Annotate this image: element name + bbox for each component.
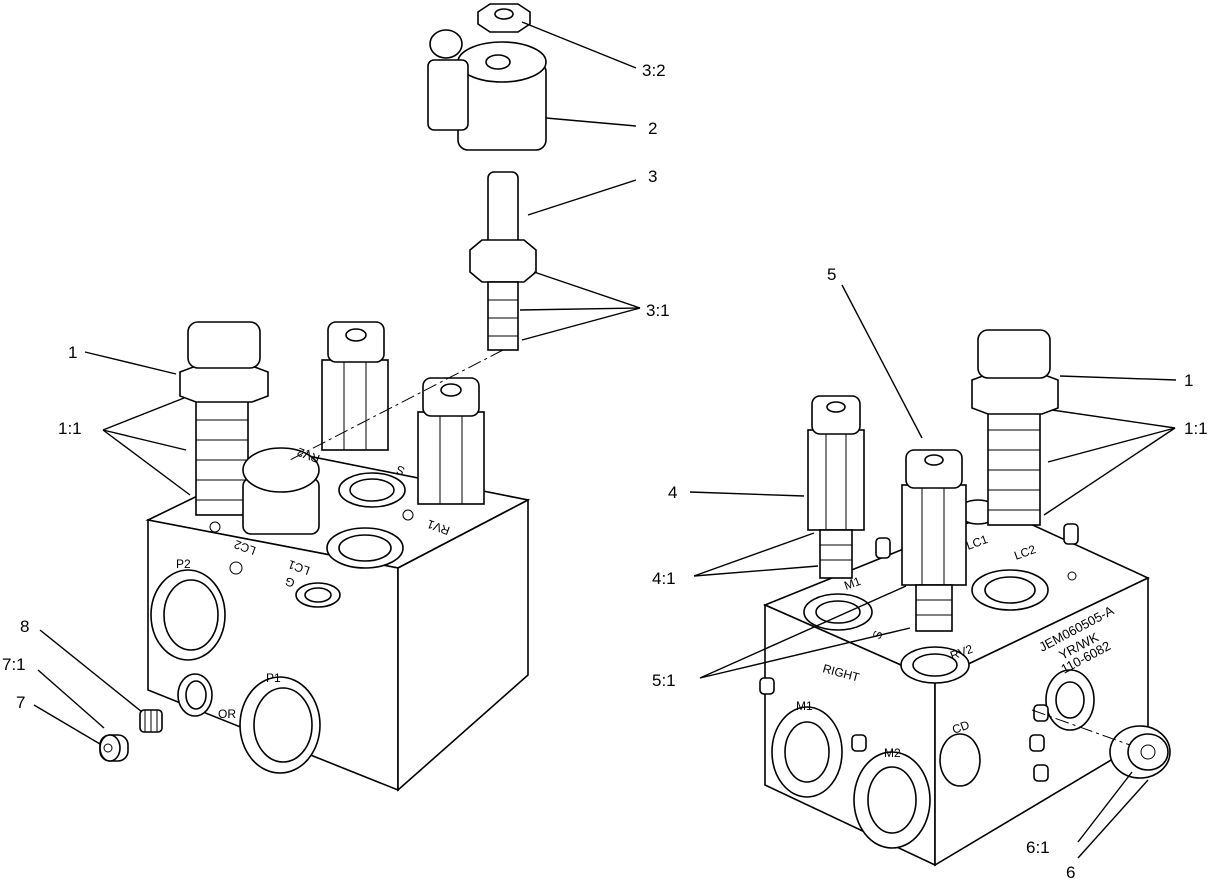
port-label-p2: P2	[176, 557, 191, 571]
callout-1-1-right: 1:1	[1184, 419, 1208, 438]
fitting-6	[1109, 725, 1171, 779]
left-rv2-cartridge	[321, 321, 389, 451]
callout-7-1: 7:1	[2, 655, 26, 674]
solenoid-coil	[427, 29, 547, 151]
leader-lines	[33, 21, 1177, 859]
port-label-cd: CD	[950, 718, 971, 737]
assembly-centerline-right	[1031, 709, 1131, 746]
callout-1-right: 1	[1184, 371, 1193, 390]
callout-6-1: 6:1	[1026, 838, 1050, 857]
callout-4: 4	[668, 483, 677, 502]
coil-nut	[477, 3, 531, 33]
callout-3: 3	[648, 167, 657, 186]
callout-8: 8	[20, 617, 29, 636]
port-label-m1: M1	[796, 699, 813, 713]
callout-3-2: 3:2	[642, 61, 666, 80]
port-label-m2: M2	[884, 746, 901, 760]
right-manifold-block	[759, 499, 1150, 867]
plug-7	[99, 734, 129, 762]
assembly-centerline-left	[289, 349, 504, 461]
port-label-g: G	[283, 574, 297, 590]
solenoid-valve-stem	[469, 171, 537, 351]
left-plug-cap	[242, 447, 320, 535]
port-label-m1-top: M1	[842, 574, 863, 593]
callout-3-1: 3:1	[646, 301, 670, 320]
left-manifold-block	[145, 451, 531, 792]
callout-1-1-left: 1:1	[58, 419, 82, 438]
callout-7: 7	[16, 693, 25, 712]
port-label-p1: P1	[266, 671, 281, 685]
right-cartridge-1	[971, 329, 1059, 526]
callout-6: 6	[1066, 863, 1075, 882]
left-rv1-cartridge	[417, 377, 485, 505]
right-cartridge-4	[807, 395, 865, 579]
callout-5: 5	[827, 265, 836, 284]
callout-5-1: 5:1	[652, 671, 676, 690]
callout-2: 2	[648, 119, 657, 138]
callout-1-left: 1	[68, 343, 77, 362]
fitting-8	[139, 709, 163, 733]
right-cartridge-5	[901, 449, 967, 632]
left-cartridge-1	[179, 321, 269, 516]
port-label-or: OR	[218, 707, 236, 721]
callout-4-1: 4:1	[652, 569, 676, 588]
